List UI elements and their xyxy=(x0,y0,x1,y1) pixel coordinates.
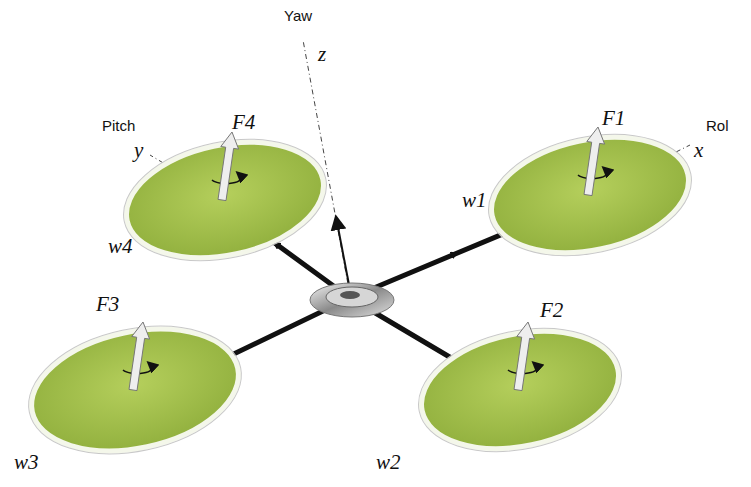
hub xyxy=(310,283,394,317)
symbol-label: z xyxy=(318,44,326,65)
rotor-rims xyxy=(17,117,703,472)
thrust-arrows xyxy=(123,127,607,391)
axis-name: Pitch xyxy=(102,118,135,133)
thrust-arrow xyxy=(514,322,535,391)
rotor-discs xyxy=(20,120,699,468)
thrust-arrow xyxy=(129,322,150,391)
arm-arrows xyxy=(276,244,455,279)
symbol-label: y xyxy=(134,140,143,161)
symbol-label: w2 xyxy=(376,452,401,473)
thrust-arrow xyxy=(584,127,605,196)
symbol-label: F4 xyxy=(232,112,255,133)
symbol-label: w3 xyxy=(14,452,39,473)
symbol-label: F1 xyxy=(602,108,625,129)
axis-name: Yaw xyxy=(284,8,312,23)
symbol-label: F2 xyxy=(540,300,563,321)
symbol-label: w1 xyxy=(462,190,487,211)
z-arrow xyxy=(337,222,350,290)
symbol-label: w4 xyxy=(108,236,133,257)
symbol-label: x xyxy=(694,140,703,161)
symbol-label: F3 xyxy=(96,294,119,315)
axis-name: Rol xyxy=(706,118,729,133)
thrust-arrow xyxy=(218,132,239,201)
